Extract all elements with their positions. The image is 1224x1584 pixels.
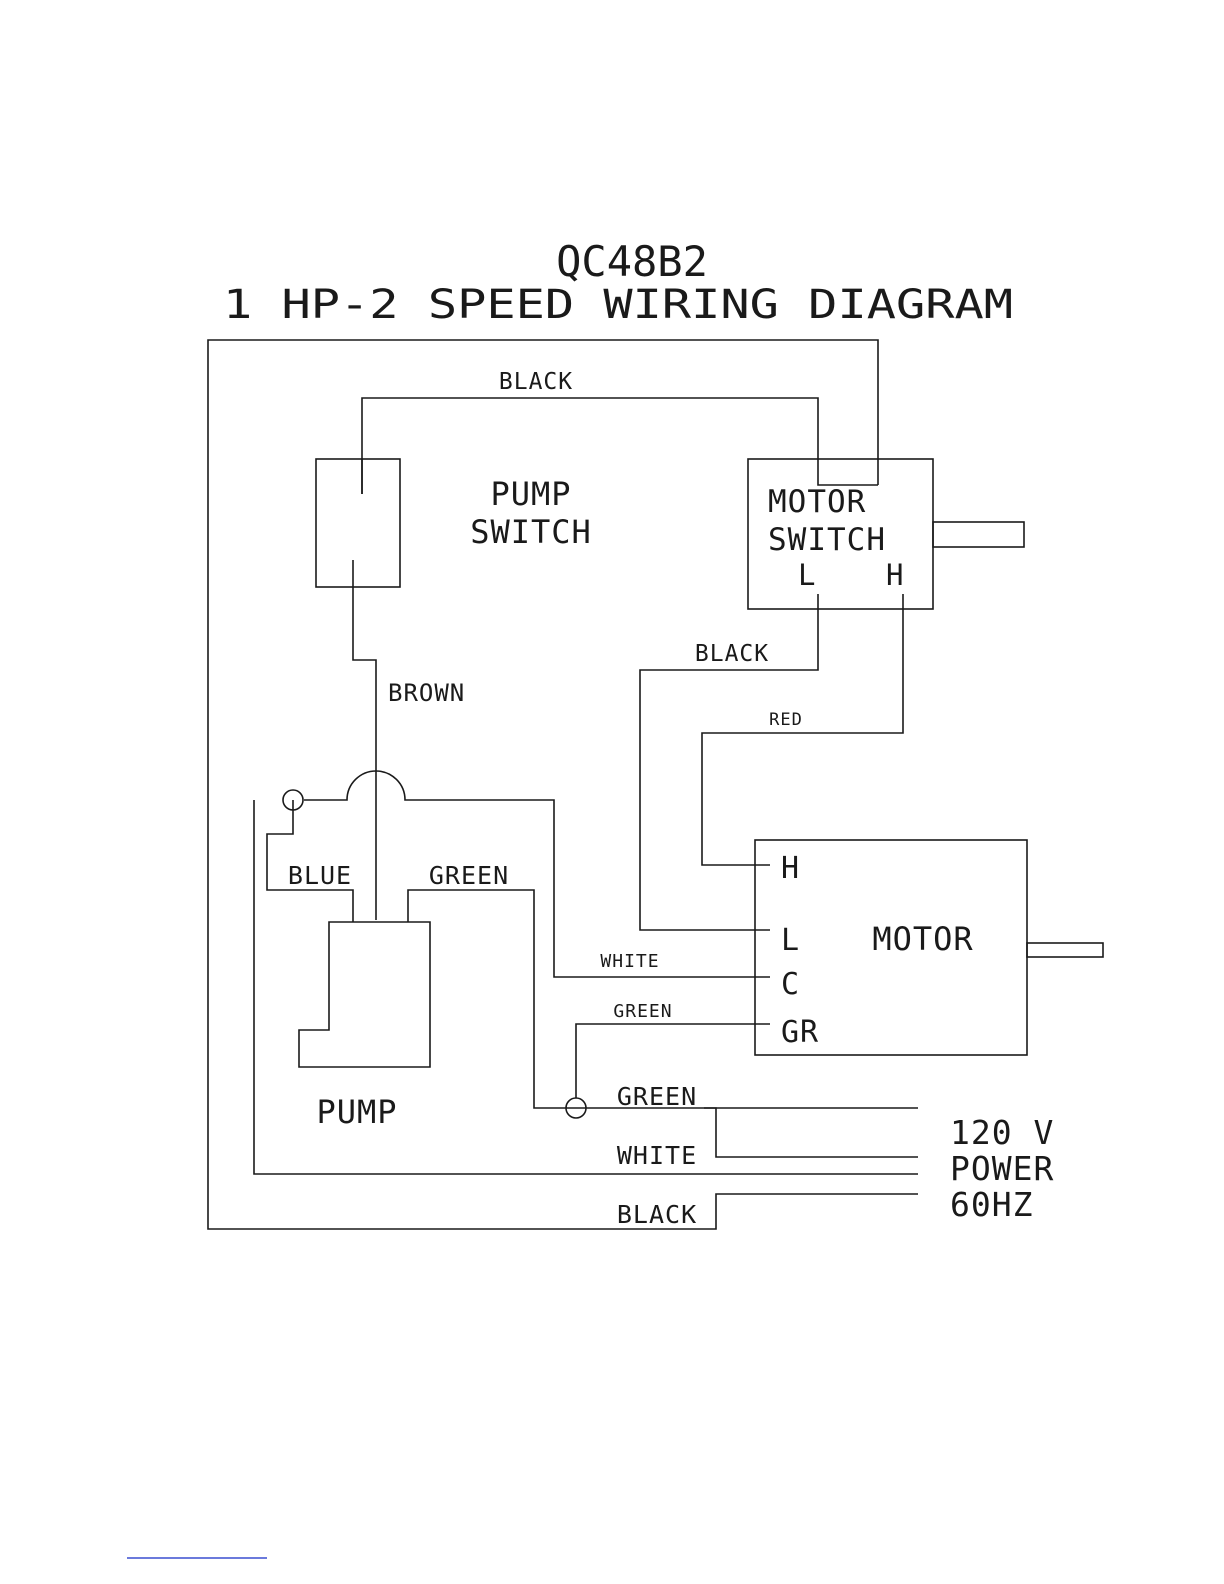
label-motor-terminal-c: C (781, 967, 800, 1002)
label-pump-switch-1: PUMP (490, 475, 571, 513)
label-motor-white: WHITE (600, 951, 659, 972)
wire-brown (353, 587, 376, 920)
label-motor-switch-terminal-l: L (798, 558, 816, 592)
label-motor-terminal-l: L (781, 923, 800, 958)
pump (299, 922, 430, 1067)
label-motor-switch-terminal-h: H (886, 558, 904, 592)
label-motor-switch-2: SWITCH (768, 522, 886, 558)
label-motor-terminal-gr: GR (781, 1015, 819, 1050)
label-supply-black: BLACK (617, 1200, 697, 1229)
wire-outer-black (208, 340, 918, 1229)
label-power-frequency: 60HZ (950, 1185, 1033, 1224)
label-supply-white: WHITE (617, 1141, 697, 1170)
label-motor-terminal-h: H (781, 851, 800, 886)
wire-top-black (362, 398, 878, 494)
motor-shaft (1027, 943, 1103, 957)
label-supply-green: GREEN (617, 1082, 697, 1111)
label-motor-switch-1: MOTOR (768, 484, 866, 520)
label-pump-switch-2: SWITCH (470, 513, 592, 551)
wire-motor-white (304, 771, 770, 977)
label-power-voltage: 120 V (950, 1113, 1054, 1152)
wire-supply-green (704, 1108, 918, 1157)
diagram-model: QC48B2 (556, 237, 708, 286)
label-switch-black: BLACK (695, 641, 769, 667)
label-pump: PUMP (316, 1093, 397, 1131)
label-brown: BROWN (388, 679, 465, 707)
label-top-black: BLACK (499, 369, 573, 395)
motor-switch-shaft (933, 522, 1024, 547)
label-power: POWER (950, 1149, 1054, 1188)
diagram-title: 1 HP-2 SPEED WIRING DIAGRAM (223, 282, 1013, 328)
label-blue: BLUE (288, 861, 352, 890)
wire-pump-green (408, 890, 918, 1108)
label-motor-green: GREEN (613, 1001, 672, 1022)
label-motor: MOTOR (872, 920, 973, 958)
label-pump-green: GREEN (429, 861, 509, 890)
pump-switch (316, 459, 400, 587)
label-red: RED (769, 710, 803, 730)
